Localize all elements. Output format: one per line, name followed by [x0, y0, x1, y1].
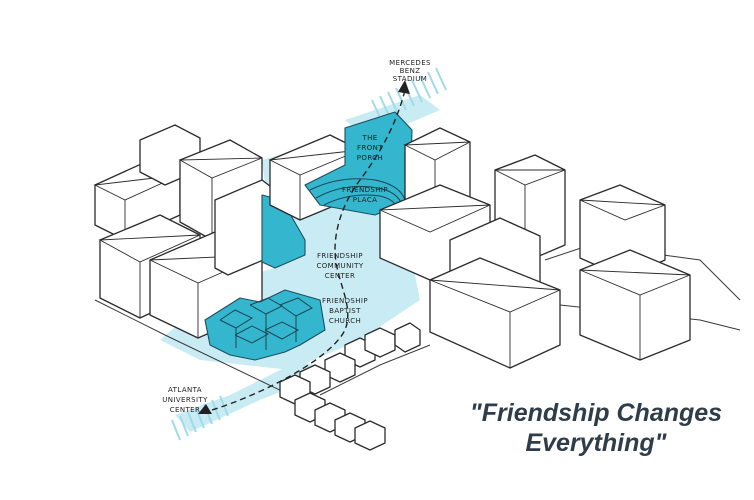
- label-stadium: MERCEDES BENZ STADIUM: [389, 59, 431, 83]
- label-church-1: FRIENDSHIP: [322, 297, 368, 305]
- label-plaza-2: PLACA: [353, 196, 378, 204]
- label-auc: ATLANTA UNIVERSITY CENTER: [162, 386, 208, 414]
- label-front-porch: THE FRONT PORCH: [357, 134, 383, 162]
- label-auc-3: CENTER: [170, 406, 201, 414]
- quote-line-1: "Friendship Changes: [469, 399, 723, 427]
- label-plaza-1: FRIENDSHIP: [342, 186, 388, 194]
- label-church-3: CHURCH: [329, 317, 361, 325]
- label-stadium-3: STADIUM: [393, 75, 427, 83]
- label-stadium-2: BENZ: [400, 67, 421, 75]
- label-auc-2: UNIVERSITY: [162, 396, 208, 404]
- route-arrow-down: [198, 404, 212, 414]
- label-community-center-3: CENTER: [325, 272, 356, 280]
- label-community-center-2: COMMUNITY: [316, 262, 363, 270]
- label-community-center: FRIENDSHIP COMMUNITY CENTER: [316, 252, 363, 280]
- label-auc-1: ATLANTA: [168, 386, 202, 394]
- route-arrow-up: [398, 80, 410, 94]
- label-stadium-1: MERCEDES: [389, 59, 431, 67]
- label-church-2: BAPTIST: [329, 307, 361, 315]
- right-buildings: [379, 127, 691, 369]
- label-front-porch-1: THE: [361, 134, 377, 142]
- label-front-porch-3: PORCH: [357, 154, 383, 162]
- label-plaza: FRIENDSHIP PLACA: [342, 186, 388, 204]
- label-church: FRIENDSHIP BAPTIST CHURCH: [322, 297, 368, 325]
- row-houses: [279, 322, 421, 451]
- label-community-center-1: FRIENDSHIP: [317, 252, 363, 260]
- quote-line-2: Everything": [525, 429, 667, 457]
- label-front-porch-2: FRONT: [357, 144, 383, 152]
- friendship-quote: "Friendship Changes Everything": [446, 398, 746, 458]
- left-buildings: [93, 124, 276, 339]
- church-cluster: [204, 289, 326, 361]
- front-porch: [304, 111, 413, 216]
- friendship-route-path: [211, 89, 406, 411]
